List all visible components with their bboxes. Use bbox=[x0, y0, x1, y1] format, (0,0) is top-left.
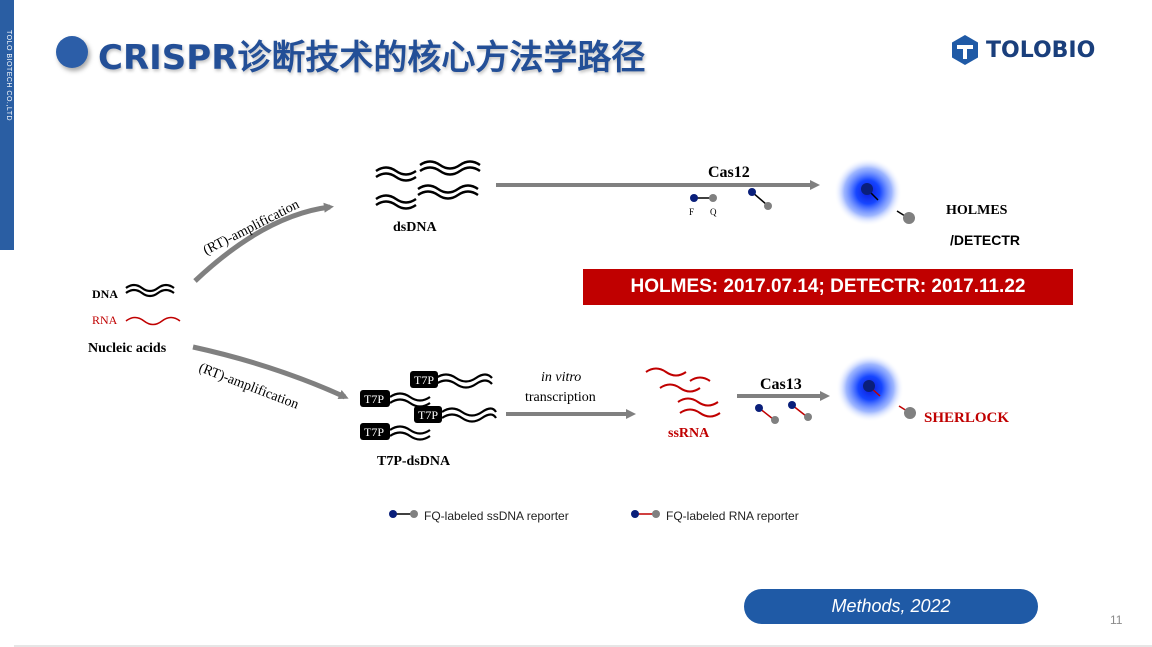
t7p-dsdna-icon: T7P T7P T7P T7P bbox=[360, 371, 497, 441]
ssdna-reporter-intact bbox=[690, 194, 717, 202]
legend-ssdna-reporter-icon bbox=[389, 510, 418, 518]
cas12-label: Cas12 bbox=[708, 164, 750, 181]
rna-label: RNA bbox=[92, 313, 118, 327]
rna-reporter-1 bbox=[755, 404, 779, 424]
cleaved-quencher-lower bbox=[898, 405, 916, 419]
rna-strand-icon bbox=[125, 316, 181, 326]
t7p-box-4: T7P bbox=[360, 423, 390, 440]
svg-text:T7P: T7P bbox=[418, 408, 438, 422]
tolobio-logo-icon bbox=[952, 35, 978, 65]
svg-text:T7P: T7P bbox=[414, 373, 434, 387]
citation-pill: Methods, 2022 bbox=[744, 589, 1038, 624]
rna-reporter-2 bbox=[788, 401, 812, 421]
t7p-box-2: T7P bbox=[360, 390, 390, 407]
title-bullet-icon bbox=[56, 36, 88, 68]
svg-text:T7P: T7P bbox=[364, 425, 384, 439]
dates-banner: HOLMES: 2017.07.14; DETECTR: 2017.11.22 bbox=[583, 269, 1073, 305]
reporter-f-label: F bbox=[689, 207, 694, 217]
svg-text:T7P: T7P bbox=[364, 392, 384, 406]
upper-amplification-arrow bbox=[193, 202, 334, 283]
cleaved-fluorophore-lower bbox=[863, 380, 881, 397]
dsdna-label: dsDNA bbox=[393, 220, 437, 235]
transcription-label: transcription bbox=[525, 390, 596, 405]
cleaved-fluorophore-upper bbox=[861, 183, 879, 201]
reporter-q-label: Q bbox=[710, 207, 717, 217]
holmes-label: HOLMES bbox=[946, 203, 1008, 218]
in-vitro-label: in vitro bbox=[541, 370, 581, 385]
legend-rna-reporter-icon bbox=[631, 510, 660, 518]
logo-text: TOLOBIO bbox=[986, 37, 1096, 63]
nucleic-acids-label: Nucleic acids bbox=[88, 341, 167, 356]
page-number: 11 bbox=[1110, 613, 1123, 627]
t7p-dsdna-label: T7P-dsDNA bbox=[377, 454, 451, 469]
side-bar: TOLO BIOTECH CO.,LTD bbox=[0, 0, 14, 250]
t7p-box-1: T7P bbox=[410, 371, 438, 388]
ssrna-icon bbox=[645, 367, 721, 418]
cleaved-quencher-upper bbox=[896, 210, 915, 224]
company-name: TOLO BIOTECH CO.,LTD bbox=[5, 30, 12, 122]
sherlock-label: SHERLOCK bbox=[924, 410, 1009, 426]
upper-amplification-label: (RT)-amplification bbox=[201, 197, 302, 258]
legend-rna-label: FQ-labeled RNA reporter bbox=[666, 509, 799, 523]
t7p-box-3: T7P bbox=[414, 406, 442, 423]
dna-double-strand-icon bbox=[125, 283, 175, 298]
ssdna-reporter-tilted bbox=[748, 188, 772, 210]
lower-amplification-label: (RT)-amplification bbox=[197, 361, 301, 413]
detectr-label: /DETECTR bbox=[950, 232, 1020, 248]
tolobio-logo: TOLOBIO bbox=[950, 33, 1095, 67]
bottom-divider bbox=[14, 645, 1152, 647]
ssrna-label: ssRNA bbox=[668, 426, 710, 441]
lower-amplification-arrow bbox=[192, 344, 349, 400]
legend-ssdna-label: FQ-labeled ssDNA reporter bbox=[424, 509, 569, 523]
cas13-label: Cas13 bbox=[760, 376, 802, 393]
slide-title: CRISPR诊断技术的核心方法学路径 bbox=[98, 38, 646, 78]
dsdna-icon bbox=[375, 160, 481, 210]
dna-label: DNA bbox=[92, 287, 118, 301]
